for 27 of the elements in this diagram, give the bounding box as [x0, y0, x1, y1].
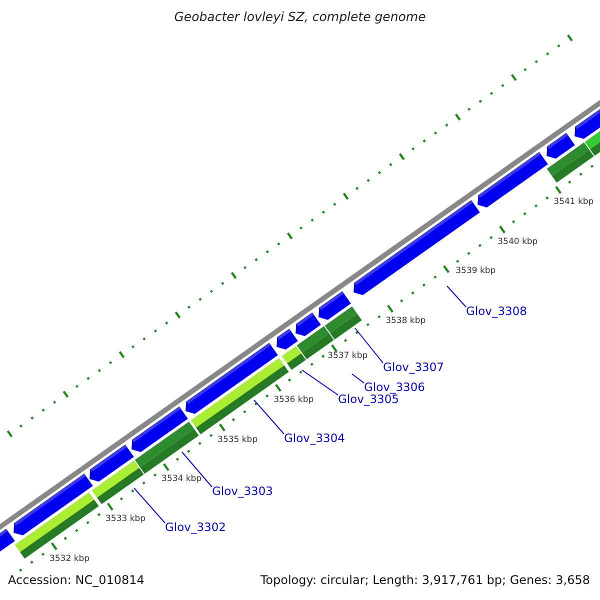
leader-line: [354, 328, 384, 364]
tick-label: 3540 kbp: [498, 236, 538, 247]
footer-text: Topology: circular; Length: 3,917,761 bp; Genes: 3,658: [260, 573, 590, 587]
tick-label: 3537 kbp: [328, 350, 368, 361]
tick-label: 3541 kbp: [554, 197, 594, 208]
leader-line: [302, 370, 338, 396]
title: Geobacter lovleyi SZ, complete genome: [173, 9, 427, 24]
tick-label: 3536 kbp: [274, 395, 314, 406]
tick-label: 3535 kbp: [218, 434, 258, 445]
leader-line: [352, 374, 364, 384]
tick-label: 3534 kbp: [162, 474, 202, 484]
tick-label: 3539 kbp: [456, 266, 496, 276]
gene-label: Glov_3308: [466, 304, 527, 318]
leader-line: [446, 286, 466, 308]
gene-label: Glov_3307: [383, 360, 444, 374]
leader-line: [254, 400, 284, 434]
gene-label: Glov_3302: [165, 520, 226, 534]
footer-text: Accession: NC_010814: [8, 573, 144, 587]
gene-label: Glov_3304: [284, 431, 345, 445]
gene-label: Glov_3303: [212, 484, 273, 498]
gene-label: Glov_3305: [338, 392, 399, 406]
tick-label: 3533 kbp: [106, 514, 146, 524]
leader-line: [134, 488, 166, 524]
gene-label: Glov_3306: [364, 380, 425, 394]
tick-label: 3538 kbp: [386, 316, 426, 326]
leader-line: [182, 452, 212, 488]
tick-label: 3532 kbp: [49, 554, 90, 564]
